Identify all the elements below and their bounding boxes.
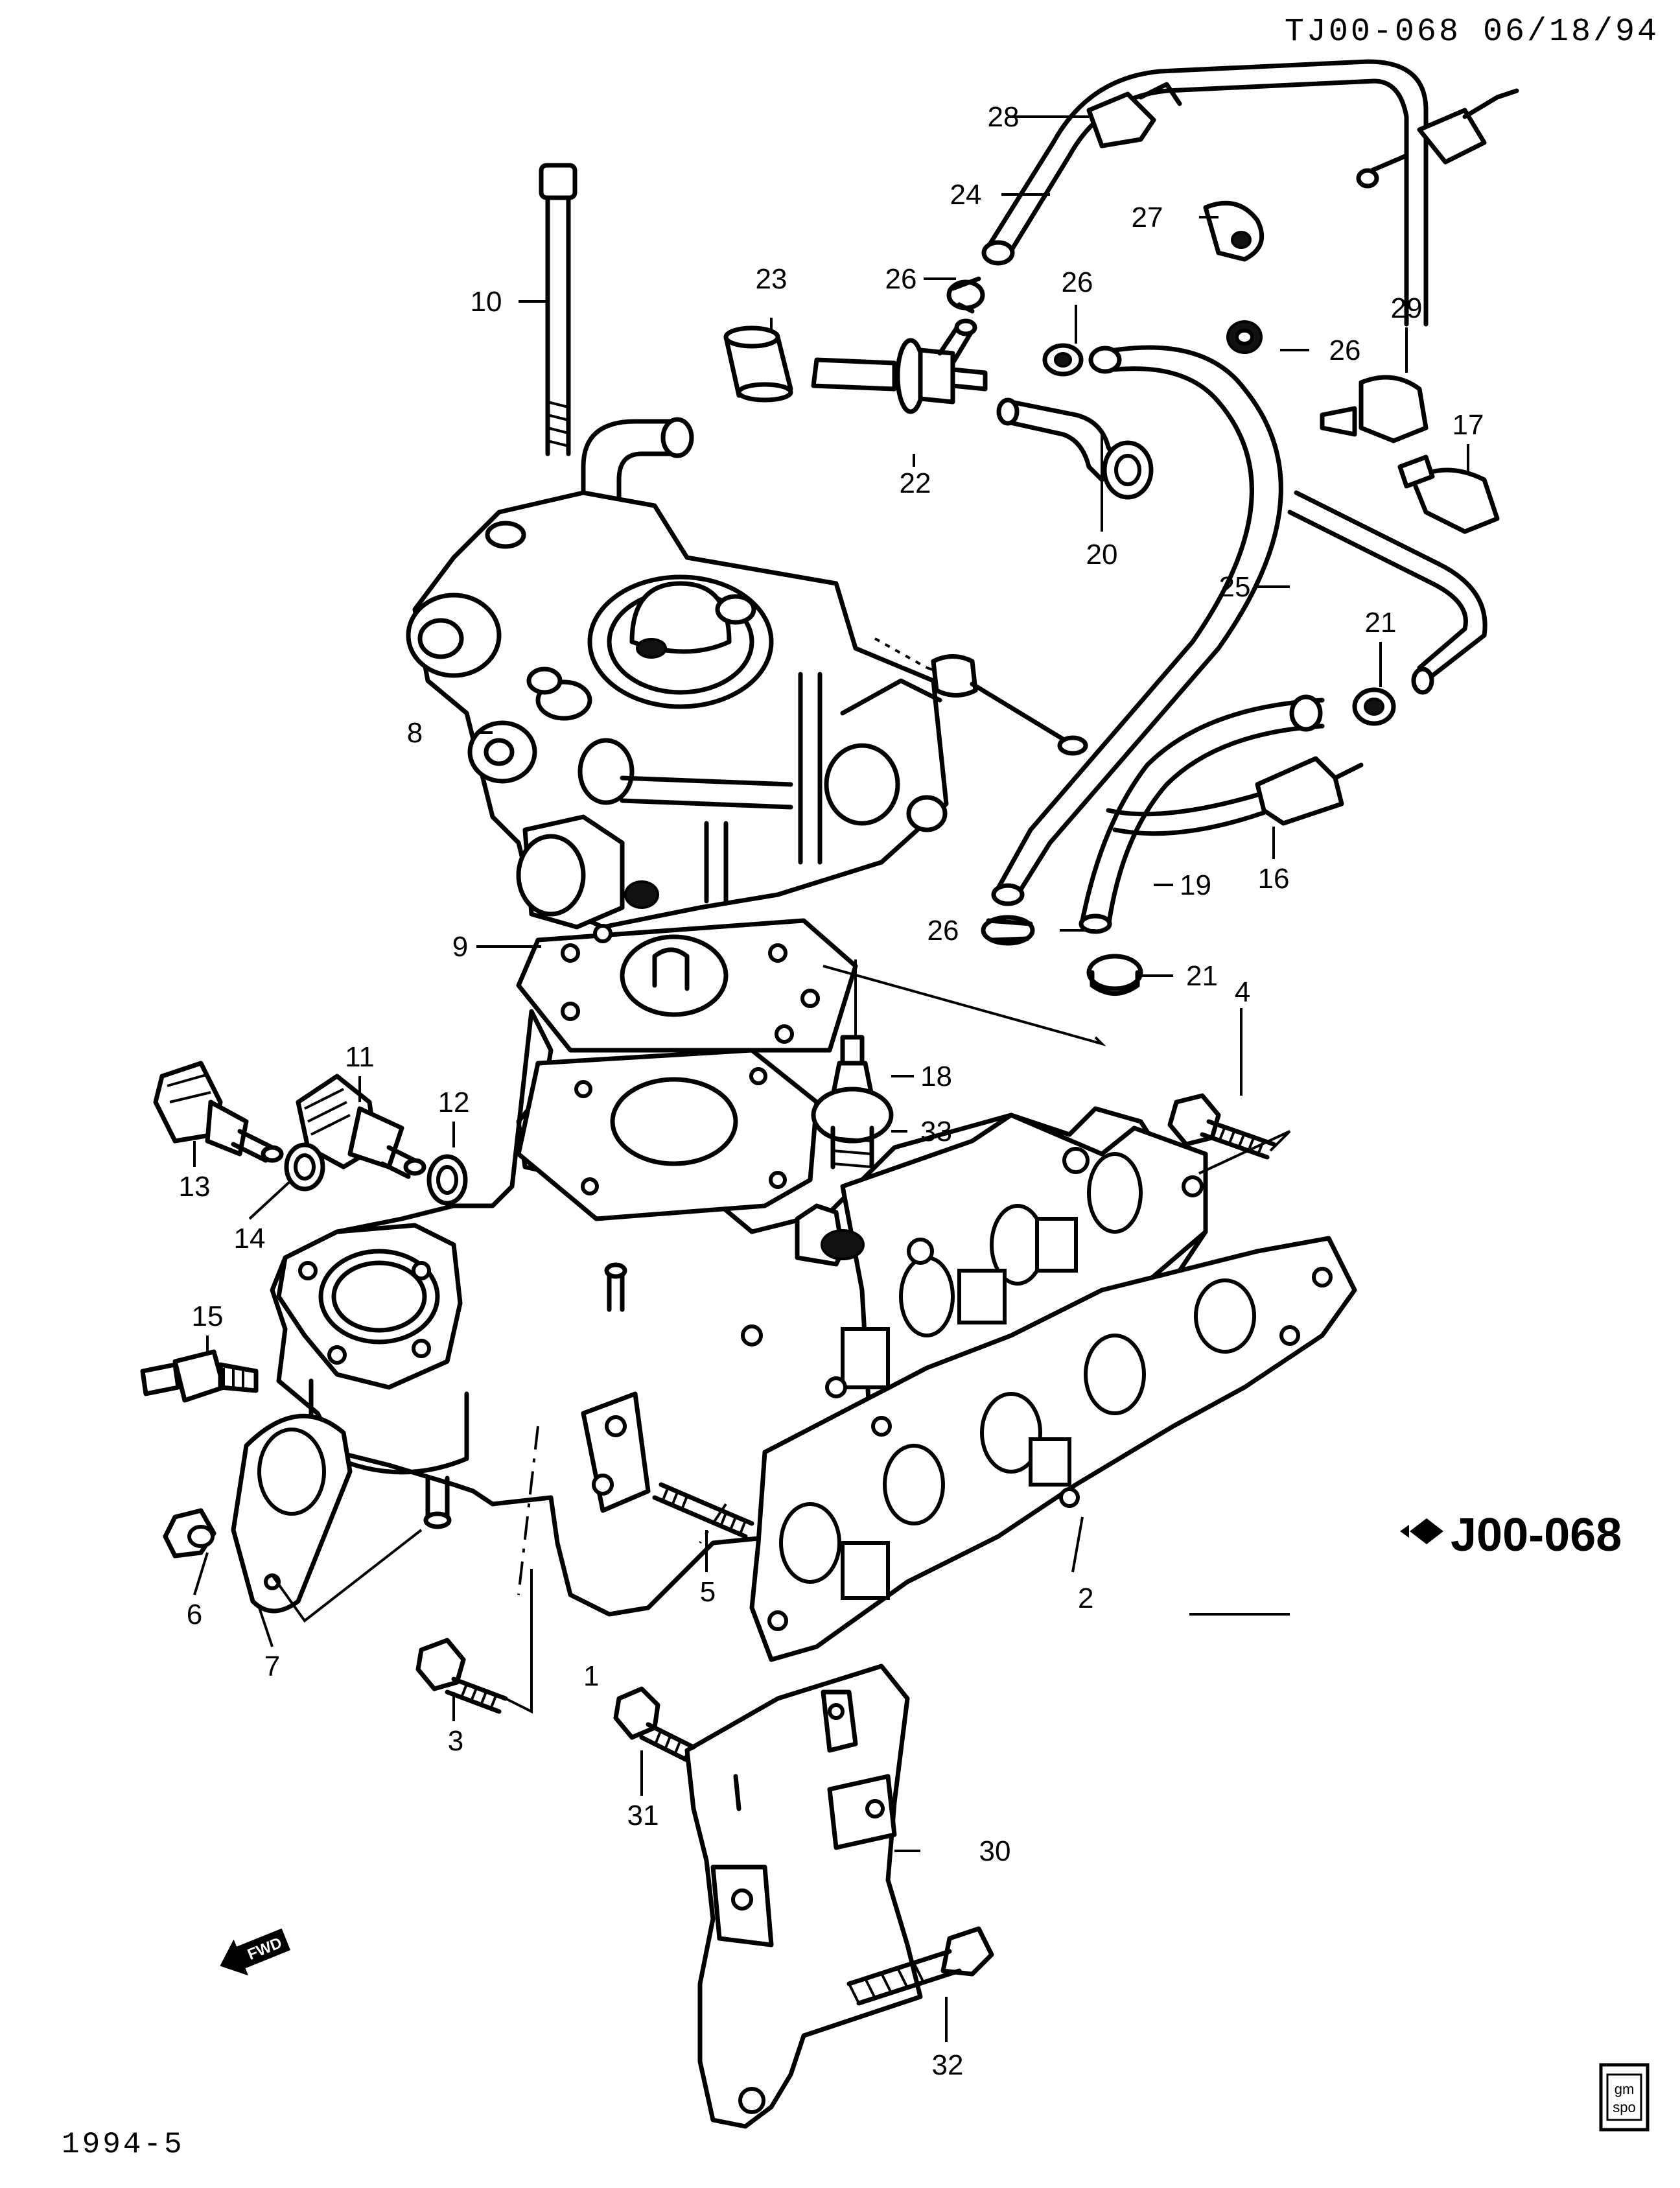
callout-11: 11 xyxy=(345,1041,375,1073)
stud-centerline xyxy=(699,1503,727,1544)
hose-clamp-lower xyxy=(981,915,1035,946)
flange-bolt xyxy=(1167,1093,1291,1175)
callout-27: 27 xyxy=(1132,202,1163,233)
bracket-bolt xyxy=(846,1926,994,2006)
long-hose xyxy=(991,345,1283,906)
callout-16: 16 xyxy=(1258,863,1290,895)
callout-26-c: 26 xyxy=(1329,335,1361,366)
callout-2: 2 xyxy=(1078,1582,1093,1614)
callout-24: 24 xyxy=(950,179,982,211)
long-bolt xyxy=(539,163,578,456)
callout-26-b: 26 xyxy=(1062,266,1093,298)
sensor-washer xyxy=(426,1154,468,1206)
vacuum-line-leader xyxy=(822,965,1106,1046)
callout-32: 32 xyxy=(932,2049,964,2081)
hose-clamp-center xyxy=(1042,343,1084,377)
callout-19: 19 xyxy=(1180,869,1211,901)
bracket-upper-bolt xyxy=(613,1686,696,1763)
upper-hose xyxy=(981,59,1429,327)
callout-12: 12 xyxy=(438,1087,470,1118)
callout-5: 5 xyxy=(700,1576,716,1608)
hose-clamp-21-upper xyxy=(1352,687,1396,726)
hose-clamp-21-lower xyxy=(1086,954,1143,996)
drawing-reference: TJ00-068 06/18/94 xyxy=(1285,14,1659,51)
badge-bottom-text: spo xyxy=(1613,2099,1635,2115)
cap xyxy=(723,325,793,403)
callout-14: 14 xyxy=(234,1223,266,1254)
hose-clamp-17 xyxy=(1397,454,1500,534)
badge-top-text: gm xyxy=(1615,2081,1635,2097)
brand-code: J00-068 xyxy=(1451,1509,1622,1561)
elbow-hose xyxy=(996,397,1154,500)
callout-6: 6 xyxy=(187,1599,202,1630)
gm-spo-badge: gm spo xyxy=(1599,2063,1650,2132)
hose-clamp-29 xyxy=(1320,375,1429,443)
callout-20: 20 xyxy=(1086,539,1118,571)
hose-clamp-28 xyxy=(1086,82,1182,148)
vacuum-valve xyxy=(811,1035,894,1170)
hose-clamp-27 xyxy=(1203,200,1265,262)
carburetor-assembly xyxy=(406,417,949,930)
callout-26-a: 26 xyxy=(885,263,917,295)
hose-clamp-right xyxy=(1226,320,1263,354)
callout-8: 8 xyxy=(407,717,423,749)
callout-15: 15 xyxy=(192,1300,224,1332)
callout-9: 9 xyxy=(452,931,468,963)
check-valve xyxy=(1356,88,1519,189)
throttle-cable xyxy=(874,637,1088,756)
callout-7: 7 xyxy=(264,1651,280,1682)
callout-numbers: 1 2 3 4 5 6 7 8 9 10 11 12 13 14 15 16 1… xyxy=(179,101,1484,2081)
nut xyxy=(163,1508,216,1559)
callout-25: 25 xyxy=(1219,571,1251,603)
callout-28: 28 xyxy=(988,101,1020,133)
intake-manifold xyxy=(270,1009,1208,1617)
temperature-sender xyxy=(153,1061,284,1163)
thermostat-gasket xyxy=(231,1413,423,1623)
forward-arrow-icon: FWD xyxy=(220,1928,291,1976)
callout-31: 31 xyxy=(627,1800,659,1831)
temp-switch xyxy=(140,1349,259,1403)
callout-29: 29 xyxy=(1391,292,1423,324)
callout-13: 13 xyxy=(179,1171,211,1203)
sender-washer xyxy=(284,1142,325,1192)
callout-18: 18 xyxy=(920,1061,952,1092)
callout-leaders xyxy=(193,115,1469,2042)
callout-21-lower: 21 xyxy=(1186,960,1218,992)
hose-clamp-upper xyxy=(946,276,985,314)
manifold-stud xyxy=(652,1482,754,1539)
manifold-bracket xyxy=(684,1664,923,2129)
callout-30: 30 xyxy=(979,1835,1011,1867)
coolant-sensor xyxy=(296,1074,426,1179)
callout-23: 23 xyxy=(756,263,788,295)
callout-17: 17 xyxy=(1452,409,1484,441)
page-reference: 1994-5 xyxy=(62,2128,185,2161)
brand-logo: J00-068 xyxy=(1400,1509,1622,1561)
callout-3: 3 xyxy=(448,1725,463,1757)
callout-1: 1 xyxy=(583,1660,599,1692)
callout-26-d: 26 xyxy=(928,915,959,947)
filter-hose xyxy=(1106,756,1364,836)
callout-22: 22 xyxy=(900,467,931,499)
callout-33: 33 xyxy=(920,1116,952,1147)
manifold-bolt xyxy=(415,1569,533,1714)
callout-4: 4 xyxy=(1235,976,1250,1008)
pcv-valve xyxy=(811,318,988,414)
callout-10: 10 xyxy=(471,286,502,318)
manifold-gasket xyxy=(749,1236,1357,1662)
right-vacuum-hose xyxy=(1287,490,1488,695)
callout-21-upper: 21 xyxy=(1365,607,1397,639)
carburetor-gasket xyxy=(516,918,858,1053)
